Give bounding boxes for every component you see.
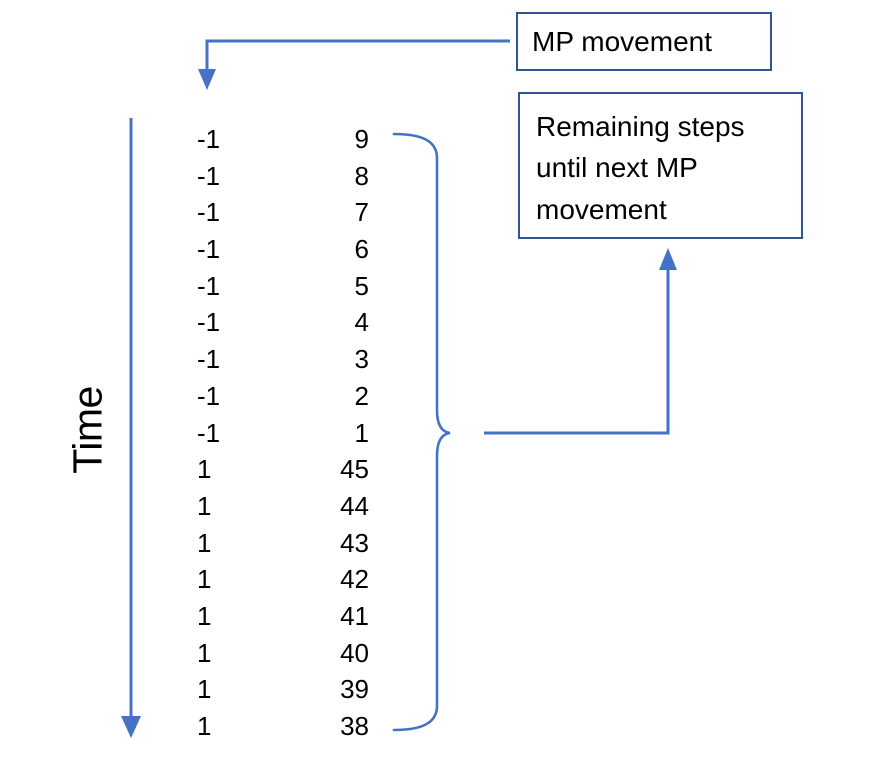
cell-remaining-steps: 1	[354, 417, 369, 448]
table-row: 1 44	[180, 488, 390, 525]
table-row: -1 6	[180, 231, 390, 268]
cell-direction: -1	[197, 197, 221, 228]
table-row: 1 39	[180, 671, 390, 708]
cell-direction: -1	[197, 380, 221, 411]
table-row: -1 5	[180, 268, 390, 305]
cell-direction: 1	[197, 490, 212, 521]
cell-remaining-steps: 3	[354, 344, 369, 375]
cell-remaining-steps: 8	[354, 160, 369, 191]
table-row: -1 8	[180, 158, 390, 195]
cell-direction: 1	[197, 637, 212, 668]
cell-remaining-steps: 38	[340, 711, 369, 741]
cell-direction: -1	[197, 307, 221, 338]
cell-remaining-steps: 2	[354, 380, 369, 411]
callout-remaining-steps: Remaining steps until next MP movement	[518, 92, 803, 239]
table-row: 1 43	[180, 525, 390, 562]
cell-direction: 1	[197, 454, 212, 485]
cell-remaining-steps: 6	[354, 234, 369, 265]
cell-remaining-steps: 44	[340, 490, 369, 521]
cell-remaining-steps: 45	[340, 454, 369, 485]
table-row: 1 38	[180, 708, 390, 745]
cell-direction: -1	[197, 160, 221, 191]
cell-direction: -1	[197, 417, 221, 448]
table-row: -1 3	[180, 341, 390, 378]
cell-remaining-steps: 40	[340, 637, 369, 668]
cell-direction: 1	[197, 674, 212, 705]
table-row: 1 42	[180, 561, 390, 598]
table-row: -1 1	[180, 415, 390, 452]
cell-direction: -1	[197, 234, 221, 265]
cell-remaining-steps: 7	[354, 197, 369, 228]
cell-remaining-steps: 5	[354, 270, 369, 301]
cell-direction: 1	[197, 600, 212, 631]
callout-remaining-steps-label: Remaining steps until next MP movement	[536, 111, 745, 225]
remaining-steps-connector-arrow	[484, 248, 677, 435]
table-row: 1 40	[180, 635, 390, 672]
cell-direction: 1	[197, 711, 212, 741]
cell-remaining-steps: 39	[340, 674, 369, 705]
cell-remaining-steps: 41	[340, 600, 369, 631]
table-row: -1 4	[180, 304, 390, 341]
callout-mp-movement-label: MP movement	[532, 25, 712, 57]
table-row: -1 7	[180, 194, 390, 231]
cell-direction: -1	[197, 270, 221, 301]
cell-direction: 1	[197, 564, 212, 595]
cell-direction: -1	[197, 344, 221, 375]
cell-remaining-steps: 9	[354, 124, 369, 154]
steps-column-brace	[392, 132, 451, 732]
callout-mp-movement: MP movement	[516, 12, 772, 71]
cell-direction: -1	[197, 124, 221, 154]
sequence-table: -1 9 -1 8 -1 7 -1 6 -1 5 -1 4 -1 3 -1 2	[180, 121, 390, 745]
time-axis-label: Time	[64, 386, 111, 474]
table-row: -1 9	[180, 121, 390, 158]
table-row: 1 41	[180, 598, 390, 635]
cell-remaining-steps: 42	[340, 564, 369, 595]
time-axis-arrow	[121, 118, 141, 738]
cell-direction: 1	[197, 527, 212, 558]
table-row: 1 45	[180, 451, 390, 488]
mp-movement-connector-arrow	[198, 39, 510, 90]
table-row: -1 2	[180, 378, 390, 415]
cell-remaining-steps: 43	[340, 527, 369, 558]
cell-remaining-steps: 4	[354, 307, 369, 338]
